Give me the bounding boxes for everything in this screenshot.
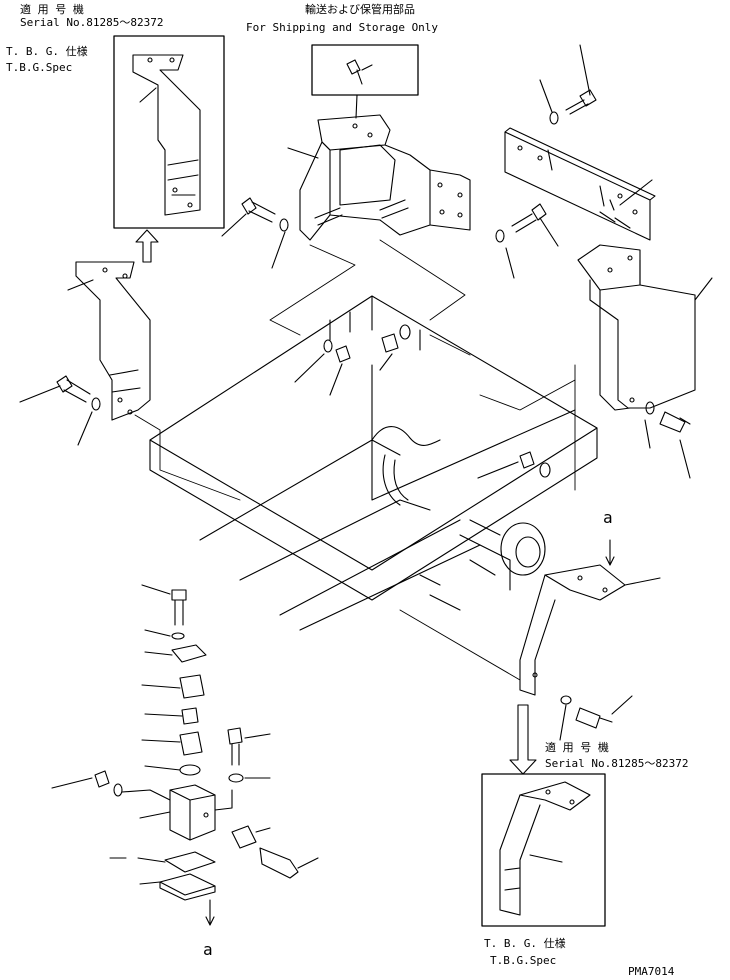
- tbg-top-spec-en-label: T.B.G.Spec: [6, 61, 73, 74]
- shipping-jp-label: 輸送および保管用部品: [305, 3, 415, 16]
- tbg-bottom-applicable-label: 適 用 号 機: [545, 741, 609, 754]
- view-mark-a-bottom: a: [203, 940, 213, 959]
- rear-bolt-left: [222, 198, 288, 268]
- left-bolt: [20, 376, 100, 445]
- alignment-lines: [135, 240, 575, 680]
- rear-bracket: [288, 115, 470, 240]
- tbg-bottom-spec-jp-label: T. B. G. 仕様: [484, 937, 566, 950]
- tbg-top-applicable-label: 適 用 号 機: [20, 3, 84, 16]
- top-right-bolt: [540, 45, 596, 124]
- shipping-box: [312, 45, 418, 95]
- view-mark-a-top: a: [603, 508, 613, 527]
- drawing-number: PMA7014: [628, 965, 675, 978]
- middle-right-bolt: [496, 204, 558, 278]
- tbg-inset-bottom-right: [482, 774, 605, 926]
- left-bracket: [68, 262, 150, 420]
- tbg-top-serial-label: Serial No.81285～82372: [20, 16, 164, 29]
- bottom-right-bolt: [560, 696, 632, 740]
- right-bolt: [645, 402, 690, 478]
- frame-fasteners: [295, 325, 550, 478]
- shipping-en-label: For Shipping and Storage Only: [246, 21, 439, 34]
- tbg-bottom-serial-label: Serial No.81285～82372: [545, 757, 689, 770]
- shipping-bolt: [347, 60, 372, 118]
- up-arrow: [136, 230, 158, 262]
- tbg-top-spec-jp-label: T. B. G. 仕様: [6, 45, 88, 58]
- mount-stack: [52, 585, 318, 925]
- tbg-bottom-spec-en-label: T.B.G.Spec: [490, 954, 557, 967]
- main-frame: [150, 296, 597, 630]
- down-arrow: [510, 705, 536, 774]
- tbg-inset-top-left: [114, 36, 224, 228]
- bottom-right-bracket: [520, 540, 660, 695]
- right-bracket: [578, 245, 712, 410]
- long-plate: [505, 128, 655, 240]
